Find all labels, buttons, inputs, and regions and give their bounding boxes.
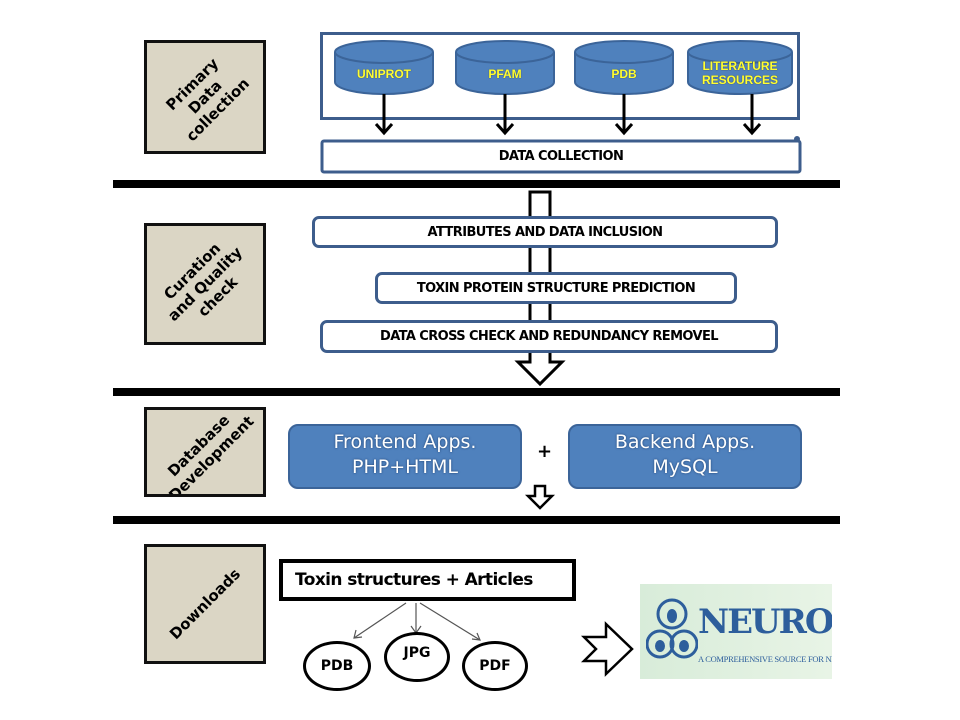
arrow-down-icon bbox=[374, 94, 394, 136]
format-pdb: PDB bbox=[303, 641, 371, 691]
source-pfam: PFAM bbox=[456, 40, 554, 96]
source-pdb: PDB bbox=[575, 40, 673, 96]
database-cylinder-icon bbox=[334, 40, 434, 95]
source-literature-resources: LITERATURE RESOURCES bbox=[690, 40, 790, 96]
format-jpg: JPG bbox=[384, 632, 450, 682]
hollow-arrow-right-icon bbox=[580, 621, 634, 677]
arrow-down-icon bbox=[742, 94, 762, 136]
source-label: PFAM bbox=[488, 67, 522, 81]
neurotox-logo: NEUROTOX A COMPREHENSIVE SOURCE FOR NEUR… bbox=[640, 584, 832, 679]
source-label: LITERATURE bbox=[702, 59, 778, 73]
frontend-title: Frontend Apps. bbox=[333, 431, 477, 453]
data-collection-scroll bbox=[320, 136, 802, 174]
stage-downloads: Downloads bbox=[144, 544, 266, 664]
source-uniprot: UNIPROT bbox=[335, 40, 433, 96]
step-attributes-data-inclusion: ATTRIBUTES AND DATA INCLUSION bbox=[312, 216, 778, 248]
arrow-down-icon bbox=[495, 94, 515, 136]
stage-primary-data-collection: Primary Data collection bbox=[144, 40, 266, 154]
database-cylinder-icon bbox=[687, 40, 793, 95]
database-cylinder-icon bbox=[455, 40, 555, 95]
section-divider bbox=[113, 388, 840, 396]
source-label: UNIPROT bbox=[357, 67, 411, 81]
step-cross-check-redundancy: DATA CROSS CHECK AND REDUNDANCY REMOVEL bbox=[320, 320, 778, 353]
stage-curation-quality-check: Curation and Quality check bbox=[144, 223, 266, 345]
backend-title: Backend Apps. bbox=[614, 431, 756, 453]
database-cylinder-icon bbox=[574, 40, 674, 95]
hollow-arrow-down-icon bbox=[524, 484, 556, 510]
logo-tagline: A COMPREHENSIVE SOURCE FOR NEUROTOXINS bbox=[698, 654, 832, 664]
logo-title: NEUROTOX bbox=[698, 602, 832, 642]
section-divider bbox=[113, 180, 840, 188]
frontend-tech: PHP+HTML bbox=[352, 456, 458, 478]
arrow-down-icon bbox=[614, 94, 634, 136]
source-label: RESOURCES bbox=[701, 73, 778, 87]
section-divider bbox=[113, 516, 840, 524]
plus-sign: + bbox=[537, 441, 553, 462]
stage-database-development: Database Development bbox=[144, 407, 266, 497]
triskelion-emblem-icon bbox=[646, 598, 698, 659]
source-label: PDB bbox=[611, 67, 637, 81]
data-collection-label: DATA COLLECTION bbox=[498, 149, 624, 164]
format-pdf: PDF bbox=[462, 641, 528, 691]
toxin-structures-box: Toxin structures + Articles bbox=[279, 559, 576, 601]
backend-tech: MySQL bbox=[652, 456, 718, 478]
backend-apps-box: Backend Apps. MySQL bbox=[568, 424, 802, 489]
frontend-apps-box: Frontend Apps. PHP+HTML bbox=[288, 424, 522, 489]
step-structure-prediction: TOXIN PROTEIN STRUCTURE PREDICTION bbox=[375, 272, 737, 304]
